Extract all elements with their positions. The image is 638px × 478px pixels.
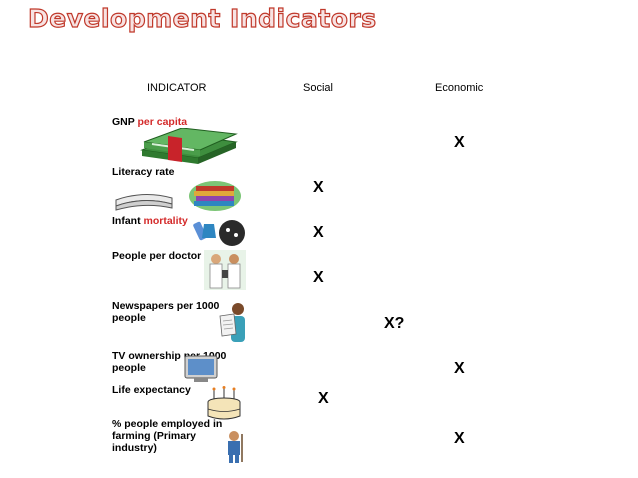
page-title: Development Indicators [27, 3, 377, 33]
money-icon [140, 128, 238, 164]
indicator-literacy: Literacy rate [112, 166, 175, 178]
indicator-newspapers: Newspapers per 1000 people [112, 300, 219, 324]
newspaper-reader-icon [219, 303, 245, 342]
mark-infant-mortality: X [313, 224, 324, 241]
indicator-tv-line2: people [112, 362, 146, 374]
indicator-farming-line3: industry) [112, 442, 157, 454]
indicator-farming: % people employed in farming (Primary in… [112, 418, 222, 454]
indicator-newspapers-line2: people [112, 312, 146, 324]
farmer-icon [228, 431, 243, 463]
indicator-farming-line1: % people employed in [112, 418, 223, 430]
mark-life-expectancy: X [318, 390, 329, 407]
mark-gnp: X [454, 134, 465, 151]
tv-icon [184, 355, 218, 382]
indicator-infant-mortality: Infant mortality [112, 215, 188, 227]
indicator-gnp-text: GNP [112, 116, 138, 128]
header-economic: Economic [435, 82, 484, 94]
indicator-infant-text: Infant [112, 215, 144, 227]
mark-people-per-doctor: X [313, 269, 324, 286]
indicator-people-per-doctor: People per doctor [112, 250, 202, 262]
indicator-gnp: GNP per capita [112, 116, 187, 128]
birthday-cake-icon [207, 386, 241, 420]
indicator-mortality-highlight: mortality [143, 215, 188, 227]
mark-tv-ownership: X [454, 360, 465, 377]
books-icon [115, 194, 173, 211]
indicator-newspapers-line1: Newspapers per 1000 [112, 300, 220, 312]
header-indicator: INDICATOR [147, 82, 207, 94]
mark-farming: X [454, 430, 465, 447]
medicine-icon [193, 220, 245, 246]
books-stack-icon [189, 181, 241, 211]
indicator-farming-line2: farming (Primary [112, 430, 197, 442]
doctor-icon [204, 250, 246, 290]
mark-newspapers: X? [384, 315, 405, 332]
mark-literacy: X [313, 179, 324, 196]
header-social: Social [303, 82, 333, 94]
indicator-gnp-highlight: per capita [137, 116, 188, 128]
indicator-life-expectancy: Life expectancy [112, 384, 191, 396]
